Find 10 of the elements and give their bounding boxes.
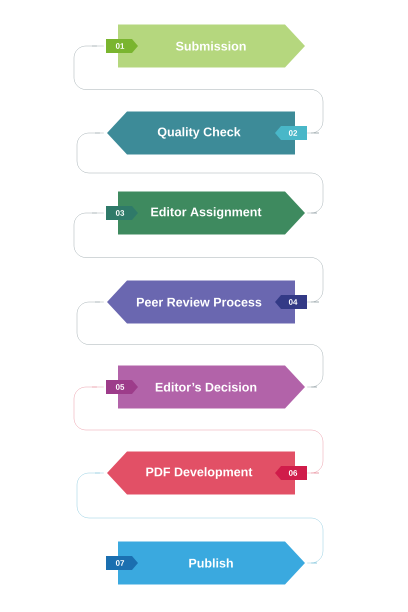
connector-line [76, 472, 324, 564]
connector-line [74, 46, 324, 134]
number-badge: 07 [106, 556, 138, 570]
connector-line [76, 302, 324, 388]
number-badge: 03 [106, 206, 138, 220]
number-badge: 05 [106, 380, 138, 394]
connector-line [74, 386, 324, 474]
connector-line [76, 132, 324, 214]
number-badge: 01 [106, 39, 138, 53]
connector-line [74, 212, 324, 302]
